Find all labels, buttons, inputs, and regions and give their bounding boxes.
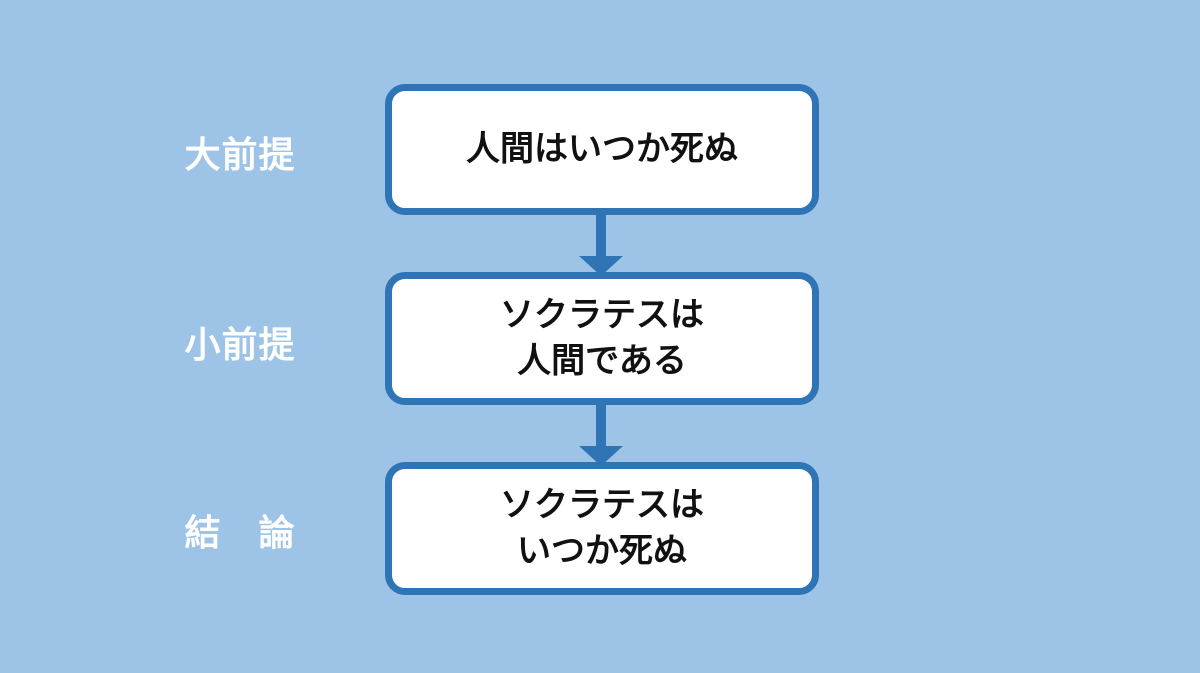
major-premise-box: 人間はいつか死ぬ xyxy=(385,84,819,215)
minor-premise-line-2: 人間である xyxy=(517,340,687,381)
arrow-down-icon xyxy=(579,213,623,276)
major-premise-text: 人間はいつか死ぬ xyxy=(466,128,738,169)
minor-premise-label: 小前提 xyxy=(184,325,296,366)
conclusion-line-1: ソクラテスは xyxy=(500,484,704,525)
conclusion-label: 結 論 xyxy=(184,513,296,554)
major-premise-label: 大前提 xyxy=(184,135,296,176)
minor-premise-line-1: ソクラテスは xyxy=(500,294,704,335)
minor-premise-box: ソクラテスは 人間である xyxy=(385,272,819,405)
arrow-down-icon xyxy=(579,403,623,466)
conclusion-box: ソクラテスは いつか死ぬ xyxy=(385,462,819,595)
conclusion-line-2: いつか死ぬ xyxy=(517,530,687,571)
